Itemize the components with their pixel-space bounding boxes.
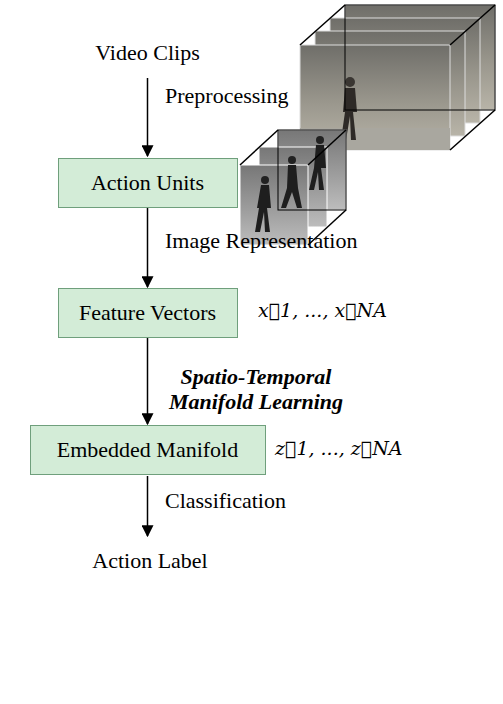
diagram-label: Classification: [165, 488, 286, 513]
cube-edge: [240, 130, 278, 165]
action-unit-stack: [240, 130, 346, 245]
person-body: [281, 165, 302, 208]
process-box: Embedded Manifold: [30, 425, 266, 475]
cube-back: [345, 5, 495, 110]
flow-arrow: [147, 208, 149, 287]
diagram-label: Preprocessing: [165, 83, 288, 108]
person-head: [345, 77, 355, 87]
person-head: [261, 176, 269, 184]
diagram-label: Action Label: [92, 548, 207, 573]
cube-back: [278, 130, 346, 210]
box-label: Action Units: [91, 170, 204, 195]
edge-label: Image Representation: [165, 228, 357, 253]
diagram-label: x⃗1, ..., x⃗NA: [258, 300, 387, 322]
diagram-label: Video Clips: [95, 40, 199, 65]
cube-edge: [450, 5, 495, 45]
person-head: [288, 156, 296, 164]
process-box: Feature Vectors: [58, 288, 238, 338]
process-box: Action Units: [58, 158, 238, 208]
video-stack: [300, 5, 495, 150]
diagram-label: z⃗1, ..., z⃗NA: [275, 438, 403, 460]
flow-arrow: [147, 476, 149, 536]
box-label: Embedded Manifold: [57, 437, 238, 462]
flow-arrow: [147, 338, 149, 424]
cube-edge: [450, 110, 495, 150]
person-body: [255, 185, 271, 232]
cube-edge: [300, 5, 345, 45]
cube-edge: [308, 130, 346, 165]
edge-label: Spatio-Temporal Manifold Learning: [158, 364, 354, 415]
box-label: Feature Vectors: [79, 300, 216, 325]
person-head: [316, 136, 324, 144]
flow-arrow: [147, 78, 149, 156]
